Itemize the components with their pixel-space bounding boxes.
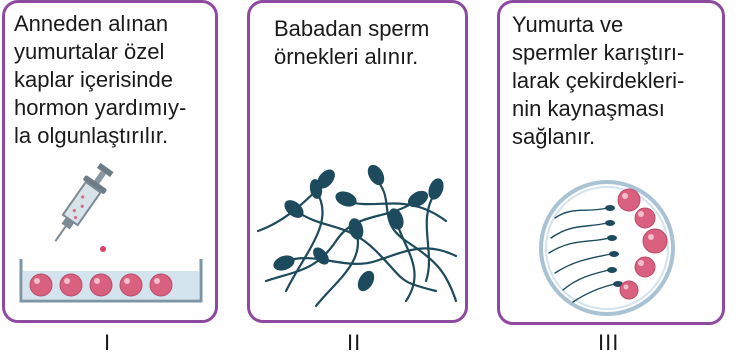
fertilization-dish-icon xyxy=(537,178,677,318)
label-ii: II xyxy=(347,330,361,356)
label-i: I xyxy=(104,330,111,356)
panel-iii-text: Yumurta ve spermler karıştırı- larak çek… xyxy=(512,11,684,151)
panel-ii-text: Babadan sperm örnekleri alınır. xyxy=(274,15,429,71)
panel-i-text: Anneden alınan yumurtalar özel kaplar iç… xyxy=(14,10,186,150)
panel-ii: Babadan sperm örnekleri alınır. xyxy=(247,0,468,323)
syringe-icon xyxy=(35,161,125,261)
panel-i: Anneden alınan yumurtalar özel kaplar iç… xyxy=(2,0,218,323)
sperm-cluster-icon xyxy=(256,161,460,311)
panel-iii: Yumurta ve spermler karıştırı- larak çek… xyxy=(497,0,725,325)
petri-dish-icon xyxy=(19,257,203,305)
label-iii: III xyxy=(598,330,619,356)
